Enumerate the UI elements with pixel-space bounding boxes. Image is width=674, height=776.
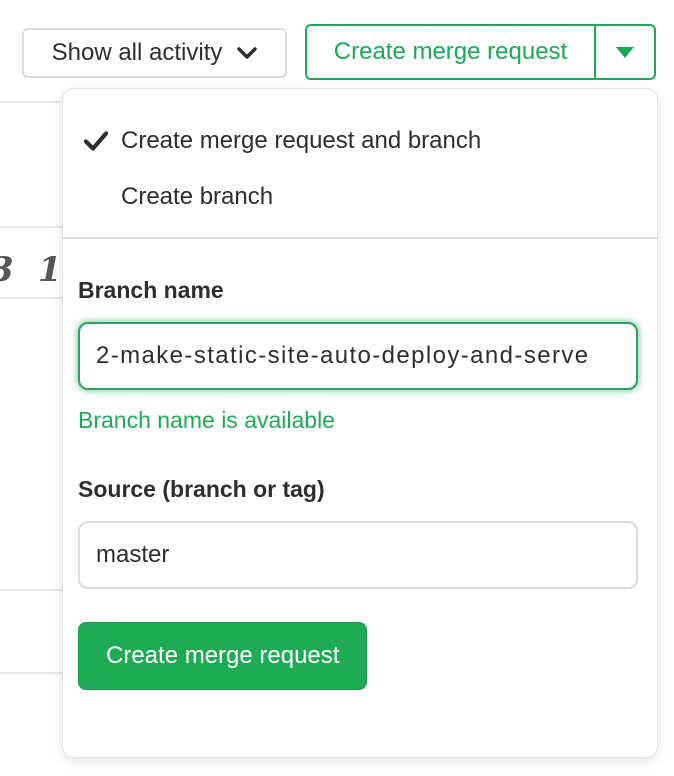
- branch-name-label: Branch name: [78, 277, 224, 303]
- source-label: Source (branch or tag): [78, 476, 325, 502]
- menu-item-create-branch[interactable]: Create branch: [63, 169, 657, 225]
- create-merge-request-button[interactable]: Create merge request: [307, 26, 594, 78]
- background-divider: [0, 297, 62, 299]
- chevron-down-icon: [237, 46, 258, 60]
- caret-down-icon: [616, 46, 634, 58]
- dropdown-menu: Create merge request and branch Create b…: [63, 89, 657, 239]
- background-divider: [0, 101, 62, 103]
- background-text-fragment: 1: [38, 250, 62, 290]
- source-input[interactable]: [78, 521, 638, 589]
- create-merge-request-dropdown-toggle[interactable]: [594, 26, 654, 78]
- check-icon: [83, 128, 109, 154]
- submit-create-merge-request-button[interactable]: Create merge request: [78, 622, 368, 690]
- background-divider: [0, 226, 62, 228]
- show-all-activity-button[interactable]: Show all activity: [22, 28, 287, 78]
- background-divider: [0, 672, 62, 674]
- background-divider: [0, 589, 62, 591]
- show-all-activity-label: Show all activity: [51, 39, 223, 66]
- background-text-fragment: 3: [0, 250, 14, 290]
- menu-item-create-merge-request-and-branch[interactable]: Create merge request and branch: [63, 113, 657, 169]
- menu-divider: [63, 237, 657, 239]
- create-merge-request-split-button: Create merge request: [305, 24, 656, 80]
- create-merge-request-form: Branch name Branch name is available Sou…: [63, 239, 657, 690]
- branch-name-input[interactable]: [78, 322, 638, 390]
- create-merge-request-dropdown-panel: Create merge request and branch Create b…: [62, 88, 658, 758]
- menu-item-label: Create merge request and branch: [121, 127, 482, 154]
- create-merge-request-label: Create merge request: [333, 38, 568, 65]
- menu-item-label: Create branch: [121, 183, 274, 210]
- branch-name-status: Branch name is available: [78, 407, 335, 433]
